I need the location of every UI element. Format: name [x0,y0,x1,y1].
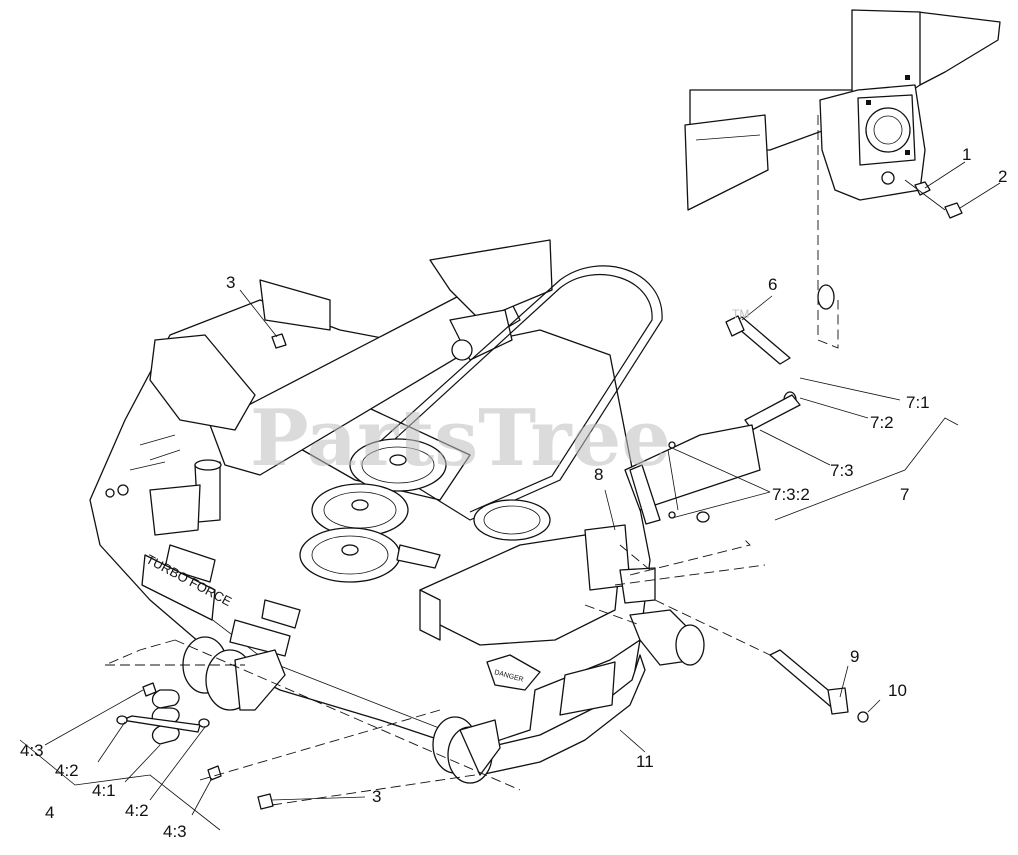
nut-upper [271,333,287,349]
callout-10: 10 [888,681,907,700]
callout-4: 4 [45,803,54,822]
pin-assembly [624,284,835,525]
anti-scalp-wheels [182,636,616,784]
frame-assembly [684,9,1001,349]
nut-and-washer [904,179,963,219]
callout-4-2-bottom: 4:2 [125,801,149,820]
callout-4-1: 4:1 [92,781,116,800]
nut-lower [257,793,274,810]
callout-7: 7 [900,485,909,504]
leader-lines [19,161,1001,831]
watermark-trademark: TM [732,307,749,321]
callout-7-3-2: 7:3:2 [772,485,810,504]
callout-3-upper: 3 [226,273,235,292]
callout-labels: 1 2 3 6 7:1 7:2 7:3 7:3:2 7 8 9 10 11 3 … [20,145,1007,841]
callout-1: 1 [962,145,971,164]
callout-7-1: 7:1 [906,393,930,412]
callout-7-3: 7:3 [830,461,854,480]
assembly-lines [104,539,771,806]
callout-11: 11 [636,752,654,771]
callout-8: 8 [594,465,603,484]
callout-4-2-top: 4:2 [55,761,79,780]
callout-9: 9 [850,647,859,666]
lift-pin [769,649,869,723]
callout-2: 2 [998,167,1007,186]
watermark-text: PartsTree [250,393,671,484]
callout-3-lower: 3 [372,787,381,806]
callout-4-3-bottom: 4:3 [163,822,187,841]
callout-7-2: 7:2 [870,413,894,432]
chain-assembly [116,682,222,781]
callout-6: 6 [768,275,777,294]
callout-4-3-top: 4:3 [20,741,44,760]
